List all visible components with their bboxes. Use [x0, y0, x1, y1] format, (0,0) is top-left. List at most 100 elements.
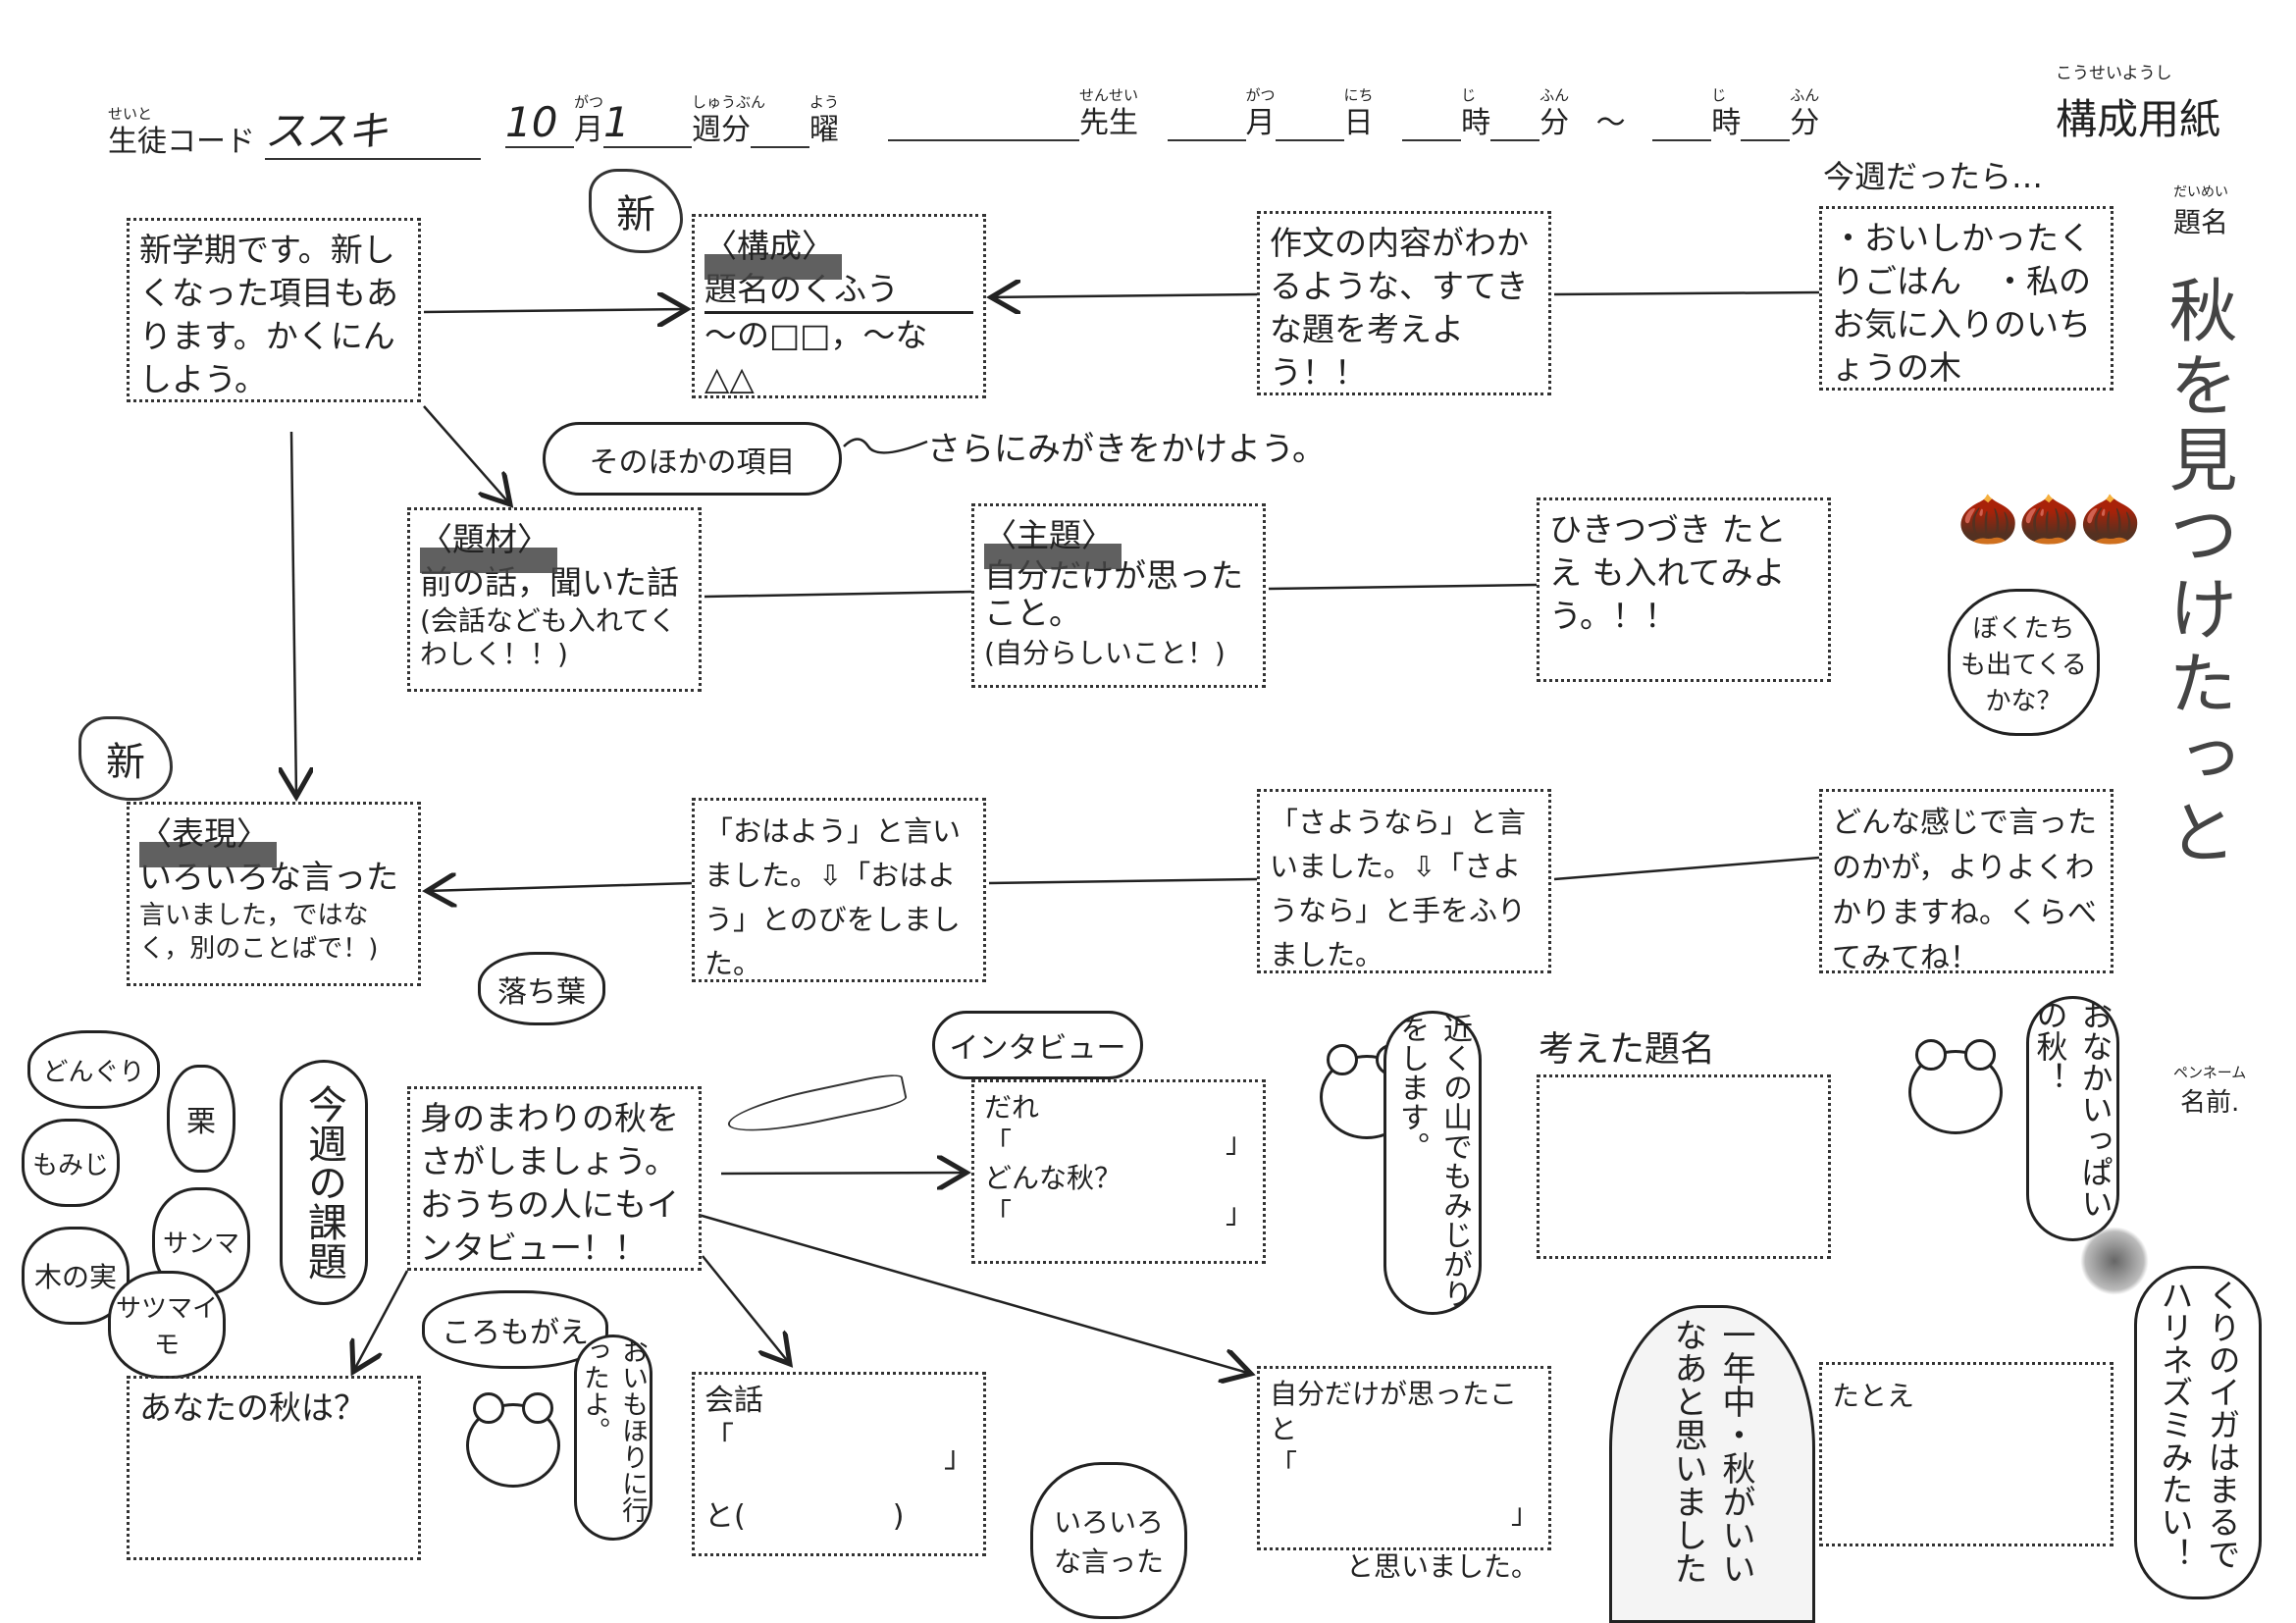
satsumaimo-bubble: サツマイモ: [108, 1271, 226, 1379]
konshu-kadai-text: 今週の課題: [301, 1084, 346, 1281]
donna-text: どんな感じで言ったのかが，よりよくわかりますね。くらべてみてね！: [1832, 806, 2097, 975]
new-badge: 新: [78, 716, 173, 801]
kousei-example: ～の□□，～な△△: [704, 316, 928, 397]
kaiwa-to: と( ): [704, 1499, 905, 1534]
date-month-input[interactable]: [1167, 106, 1246, 141]
date-day-input[interactable]: [1275, 106, 1344, 141]
sayonara-box: 「さようなら」と言いました。⇩「さようなら」と手をふりました。: [1257, 789, 1551, 973]
sanma-text: サンマ: [162, 1229, 239, 1259]
koromogae-text: ころもがえ: [442, 1316, 589, 1350]
donna-box: どんな感じで言ったのかが，よりよくわかりますね。くらべてみてね！: [1819, 789, 2113, 975]
hour-label: 時: [1461, 106, 1491, 140]
ruby: ふん: [1790, 86, 1820, 104]
satsumaimo-text: サツマイモ: [115, 1294, 218, 1360]
title-label: だいめい 題名: [2173, 182, 2228, 240]
interview-text: インタビュー: [949, 1031, 1126, 1066]
jibun-box[interactable]: 自分だけが思ったこと 「」 と思いました。: [1257, 1366, 1551, 1583]
kaiwa-box[interactable]: 会話 「」 と( ): [692, 1372, 986, 1556]
hour-input[interactable]: [1402, 106, 1462, 141]
koromogae-bubble: ころもがえ: [422, 1290, 608, 1369]
day-input[interactable]: [751, 113, 809, 148]
anata-label: あなたの秋は？: [139, 1388, 366, 1427]
daizai-box: 〈題材〉 前の話，聞いた話 (会話なども入れてくわしく！！): [407, 507, 702, 692]
interview-bubble: インタビュー: [932, 1011, 1143, 1079]
ruby: せんせい: [1079, 86, 1139, 104]
month-label: 月: [574, 113, 603, 147]
kangaeta-title-input[interactable]: [1537, 1074, 1831, 1259]
mimawari-text: 身のまわりの秋をさがしましょう。おうちの人にもインタビュー！！: [420, 1099, 679, 1267]
title-label-text: 題名: [2173, 206, 2229, 238]
quote-close: 」: [944, 1440, 973, 1475]
ruby: じ: [1461, 86, 1477, 104]
week-value[interactable]: 1: [603, 98, 692, 148]
ochiba-bubble: 落ち葉: [478, 952, 605, 1025]
ruby: じ: [1711, 86, 1727, 104]
konomi-text: 木の実: [33, 1261, 117, 1293]
oimohori-bubble: おいもほりに行ったよ。: [574, 1335, 652, 1541]
konshu-text: ・おいしかったくりごはん ・私のお気に入りのいちょうの木: [1832, 219, 2091, 387]
ohayo-box: 「おはよう」と言いました。⇩「おはよう」とのびをしました。: [692, 798, 986, 982]
hour2-input[interactable]: [1652, 106, 1712, 141]
shudai-box: 〈主題〉 自分だけが思ったこと。 (自分らしいこと！): [971, 503, 1266, 688]
hikitsuzuki-text: ひきつづき たとえ も入れてみよう。！！: [1549, 510, 1787, 635]
onaka-bubble: おなかいっぱいの秋！: [2026, 996, 2119, 1241]
essay-title-value[interactable]: 秋を見つけたっと: [2158, 275, 2238, 871]
minute2-input[interactable]: [1741, 106, 1791, 141]
bokutachi-bubble: ぼくたちも出てくるかな？: [1948, 589, 2100, 736]
acorn-icon: 🌰🌰🌰: [1957, 491, 2141, 548]
page-title-text: 構成用紙: [2056, 95, 2221, 143]
date-day-label: 日: [1343, 106, 1374, 140]
ochiba-text: 落ち葉: [497, 974, 586, 1010]
ruby: しゅうぶん: [692, 93, 766, 111]
quote-open: 「: [984, 1197, 1013, 1230]
shudai-tag: 〈主題〉: [984, 514, 1122, 569]
minute-input[interactable]: [1490, 106, 1540, 141]
sakubun-text: 作文の内容がわかるような、すてきな題を考えよう！！: [1270, 224, 1529, 392]
ruby: がつ: [1245, 86, 1276, 104]
ohayo-text: 「おはよう」と言いました。⇩「おはよう」とのびをしました。: [704, 814, 962, 980]
donna-aki-label: どんな秋？: [984, 1162, 1122, 1194]
konshu-kadai-bubble: 今週の課題: [280, 1060, 368, 1305]
quote-open: 「: [984, 1126, 1013, 1159]
daizai-tag: 〈題材〉: [420, 518, 557, 573]
kuri-text: 栗: [186, 1105, 216, 1139]
student-code-field[interactable]: せいと生徒コード ススキ: [108, 98, 481, 160]
anata-box[interactable]: あなたの秋は？: [127, 1376, 421, 1560]
teacher-input[interactable]: [888, 106, 1079, 141]
ruby: よう: [809, 93, 840, 111]
konshu-label: 今週だったら…: [1823, 158, 2044, 195]
ichinenju-text: 一年中・秋がいいなあと思いました: [1668, 1318, 1755, 1585]
dare-label: だれ: [984, 1091, 1040, 1124]
donguri-text: どんぐり: [42, 1057, 145, 1087]
quote-open: 「: [1270, 1448, 1298, 1481]
tatoe-box[interactable]: たとえ: [1819, 1362, 2113, 1546]
day-label: 曜: [809, 113, 839, 147]
daizai-note: (会話なども入れてくわしく！！): [420, 604, 677, 670]
iroiro-text: いろいろな言った: [1053, 1506, 1164, 1578]
name-label-text: 名前.: [2180, 1088, 2240, 1118]
interview-box: だれ 「」 どんな秋？ 「」: [971, 1079, 1266, 1264]
momijigari-text: 近くの山でもみじがりをします。: [1394, 1014, 1472, 1308]
hour2-label: 時: [1711, 106, 1742, 140]
ruby: にち: [1343, 86, 1374, 104]
bokutachi-text: ぼくたちも出てくるかな？: [1960, 613, 2087, 716]
teacher-label: 先生: [1079, 106, 1138, 140]
new-badge: 新: [589, 169, 683, 253]
kangaeta-label: 考えた題名: [1539, 1029, 1716, 1070]
donguri-bubble: どんぐり: [27, 1030, 160, 1109]
bear-icon: [466, 1392, 560, 1488]
student-code-value[interactable]: ススキ: [264, 98, 481, 160]
hikitsuzuki-box: ひきつづき たとえ も入れてみよう。！！: [1537, 497, 1831, 682]
hyogen-box: 〈表現〉 いろいろな言った 言いました，ではなく，別のことばで！): [127, 802, 421, 986]
quote-open: 「: [704, 1421, 734, 1455]
konshu-box: ・おいしかったくりごはん ・私のお気に入りのいちょうの木: [1819, 206, 2113, 391]
month-value[interactable]: 10: [505, 98, 574, 148]
page-title: こうせいようし 構成用紙: [2056, 64, 2221, 146]
ruby: ふん: [1539, 86, 1570, 104]
quote-close: 」: [1510, 1497, 1539, 1530]
kuri-bubble: 栗: [167, 1065, 235, 1173]
bear-icon: [1908, 1039, 2003, 1134]
ruby: だいめい: [2173, 184, 2228, 200]
